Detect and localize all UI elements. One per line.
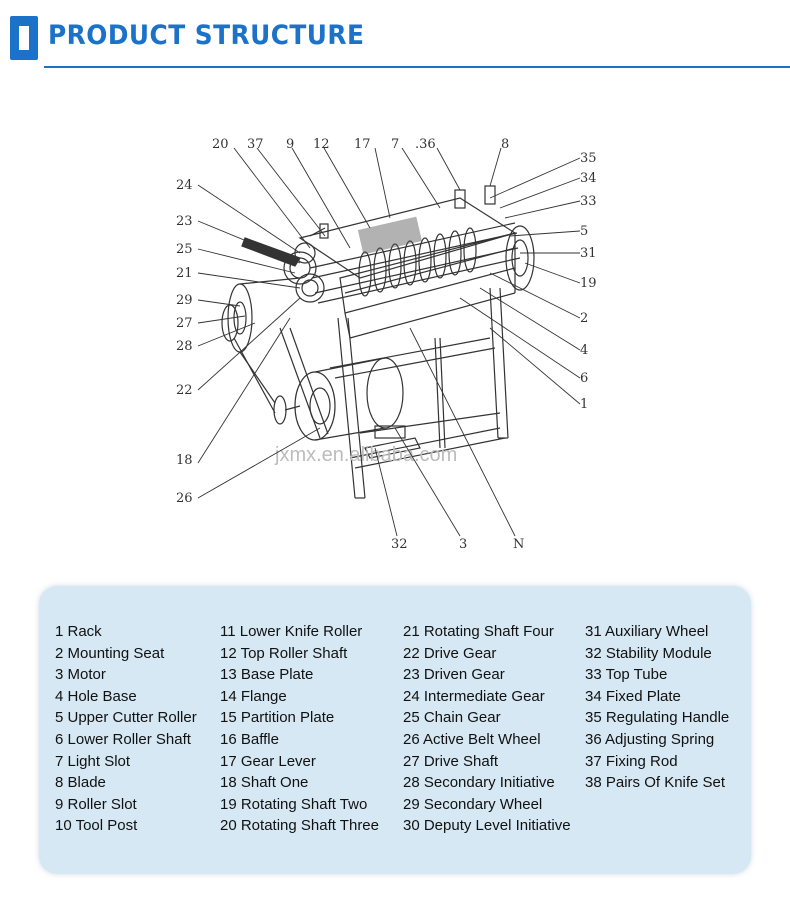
callout-label: 34	[580, 171, 597, 186]
legend-item: 8 Blade	[55, 774, 106, 792]
legend-column-2: 11 Lower Knife Roller 12 Top Roller Shaf…	[220, 621, 379, 837]
legend-item: 33 Top Tube	[585, 666, 668, 684]
callout-label: 26	[176, 491, 193, 506]
callout-label: 9	[286, 137, 294, 152]
callout-label: 23	[176, 214, 193, 229]
callout-labels: 20 37 9 12 17 7 .36 8 35 34 33 5 31 19 2…	[176, 137, 597, 552]
callout-label: 6	[580, 371, 588, 386]
machine-diagram-svg: jxmx.en.alibaba.com 20 37 9 12 17	[176, 137, 597, 552]
callout-label: 22	[176, 383, 193, 398]
legend-column-3: 21 Rotating Shaft Four 22 Drive Gear 23 …	[403, 621, 571, 837]
page-title: PRODUCT STRUCTURE	[48, 20, 365, 51]
callout-label: 20	[212, 137, 229, 152]
legend-item: 30 Deputy Level Initiative	[403, 817, 571, 835]
callout-label: 1	[580, 397, 588, 412]
legend-item: 29 Secondary Wheel	[403, 795, 543, 813]
legend-item: 24 Intermediate Gear	[403, 687, 545, 705]
callout-label: 18	[176, 453, 193, 468]
stability-module	[364, 425, 421, 459]
callout-leader-lines	[197, 147, 581, 537]
callout-label: 3	[459, 537, 467, 552]
legend-item: 32 Stability Module	[585, 644, 712, 662]
callout-label: N	[513, 537, 524, 552]
legend-column-4: 31 Auxiliary Wheel 32 Stability Module 3…	[585, 621, 729, 794]
legend-item: 31 Auxiliary Wheel	[585, 623, 709, 640]
legend-item: 15 Partition Plate	[220, 709, 335, 727]
callout-label: 8	[501, 137, 509, 152]
legend-item: 23 Driven Gear	[403, 666, 505, 684]
legend-item: 13 Base Plate	[220, 666, 314, 684]
callout-label: 19	[580, 276, 597, 291]
legend-item: 9 Roller Slot	[55, 795, 137, 813]
legend-item: 27 Drive Shaft	[403, 752, 499, 770]
callout-label: 33	[580, 194, 597, 209]
legend-item: 17 Gear Lever	[220, 752, 316, 770]
watermark: jxmx.en.alibaba.com	[274, 444, 457, 466]
legend-item: 7 Light Slot	[55, 752, 131, 770]
callout-label: .36	[415, 137, 436, 152]
callout-label: 29	[176, 293, 193, 308]
callout-label: 12	[313, 137, 330, 152]
legend-item: 34 Fixed Plate	[585, 687, 681, 705]
legend-item: 37 Fixing Rod	[585, 752, 678, 770]
legend-item: 28 Secondary Initiative	[403, 774, 555, 792]
cutter-rollers	[309, 216, 521, 304]
motor	[284, 357, 404, 441]
header-accent-bar-inner	[19, 26, 29, 50]
legend-item: 18 Shaft One	[220, 774, 309, 792]
machine-diagram: jxmx.en.alibaba.com 20 37 9 12 17	[160, 128, 620, 568]
callout-label: 4	[580, 343, 588, 358]
machine-frame	[279, 287, 509, 499]
header-accent-bar	[10, 16, 38, 60]
legend-item: 35 Regulating Handle	[585, 709, 730, 727]
callout-label: 31	[580, 246, 597, 261]
legend-item: 20 Rotating Shaft Three	[220, 817, 379, 835]
right-flange	[505, 225, 535, 291]
legend-item: 36 Adjusting Spring	[585, 730, 715, 748]
legend-item: 26 Active Belt Wheel	[403, 730, 541, 748]
callout-label: 35	[580, 151, 597, 166]
legend-item: 22 Drive Gear	[403, 644, 497, 662]
legend-item: 6 Lower Roller Shaft	[55, 730, 191, 748]
legend-item: 1 Rack	[55, 623, 102, 640]
legend-item: 21 Rotating Shaft Four	[403, 623, 554, 640]
callout-label: 32	[391, 537, 408, 552]
legend-item: 3 Motor	[55, 666, 106, 684]
legend-item: 5 Upper Cutter Roller	[55, 709, 197, 727]
page-header: PRODUCT STRUCTURE	[0, 0, 790, 72]
callout-label: 24	[176, 178, 193, 193]
legend-item: 4 Hole Base	[55, 687, 137, 705]
legend-item: 25 Chain Gear	[403, 709, 501, 727]
legend-item: 14 Flange	[220, 687, 287, 705]
callout-label: 5	[580, 224, 588, 239]
legend-item: 10 Tool Post	[55, 817, 138, 835]
callout-label: 28	[176, 339, 193, 354]
callout-label: 7	[391, 137, 399, 152]
parts-legend: 1 Rack 2 Mounting Seat 3 Motor 4 Hole Ba…	[39, 586, 751, 874]
header-underline	[44, 66, 790, 68]
legend-item: 19 Rotating Shaft Two	[220, 795, 368, 813]
callout-label: 17	[354, 137, 371, 152]
callout-label: 21	[176, 266, 193, 281]
legend-item: 2 Mounting Seat	[55, 644, 165, 662]
callout-label: 27	[176, 316, 193, 331]
legend-item: 16 Baffle	[220, 730, 279, 748]
callout-label: 37	[247, 137, 264, 152]
legend-item: 11 Lower Knife Roller	[220, 623, 363, 640]
legend-item: 38 Pairs Of Knife Set	[585, 774, 726, 792]
legend-column-1: 1 Rack 2 Mounting Seat 3 Motor 4 Hole Ba…	[55, 621, 197, 837]
callout-label: 2	[580, 311, 588, 326]
callout-label: 25	[176, 242, 193, 257]
legend-item: 12 Top Roller Shaft	[220, 644, 348, 662]
